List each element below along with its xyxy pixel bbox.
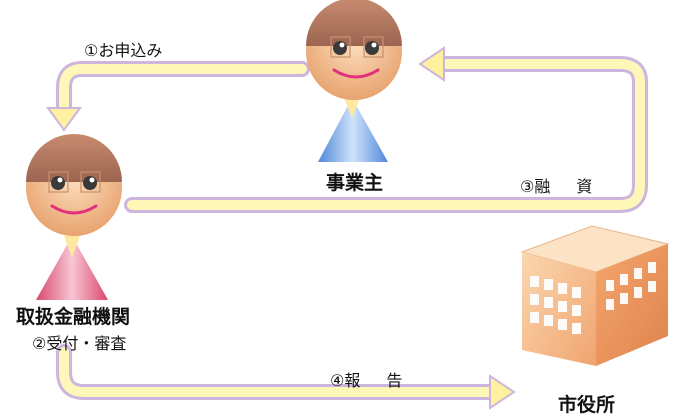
label-business-owner: 事業主 [326, 172, 384, 194]
city-hall-building-icon [520, 225, 670, 366]
label-step3-num: ③融 [520, 177, 551, 196]
business-owner-figure [306, 0, 402, 162]
financial-institution-figure [26, 134, 122, 300]
label-step4-num: ④報 [330, 371, 361, 390]
arrow-loan [124, 46, 648, 213]
label-city-hall: 市役所 [558, 394, 616, 416]
pink-suit-body [36, 236, 108, 300]
label-step1-apply: ①お申込み [84, 41, 163, 60]
arrow-report [56, 344, 516, 410]
label-step4-report: ④報 告 [330, 367, 402, 391]
label-step2-review: ②受付・審査 [32, 334, 127, 353]
label-step3-char: 資 [576, 177, 593, 196]
label-financial-institution: 取扱金融機関 [16, 306, 131, 328]
label-step4-char: 告 [386, 371, 403, 390]
arrow-apply [46, 61, 310, 132]
blue-suit-body [318, 98, 388, 162]
label-step3-loan: ③融 資 [520, 173, 592, 197]
